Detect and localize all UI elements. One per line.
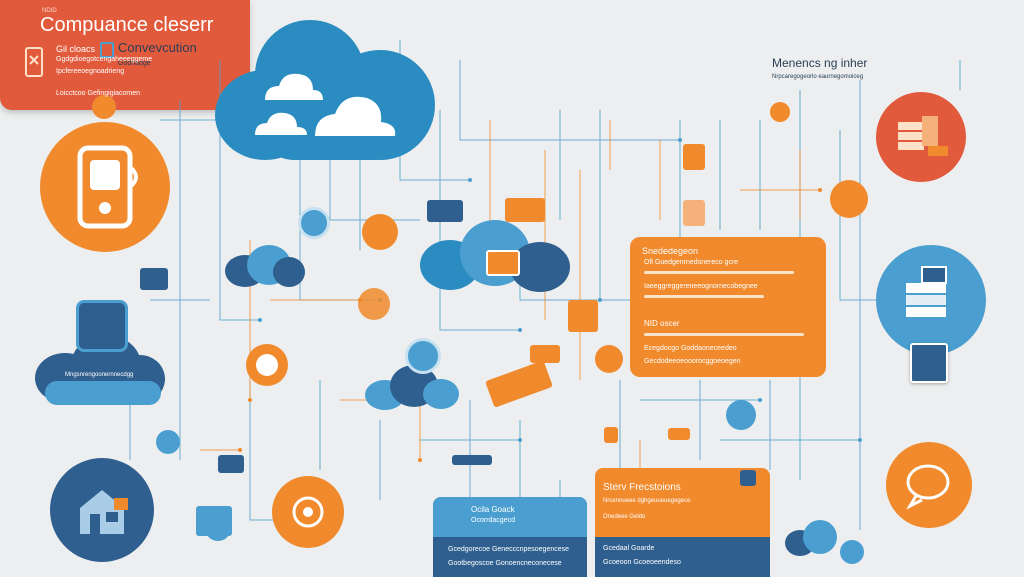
- cog-node: [358, 288, 390, 320]
- bottom-right-row-1: Gcedaal Goarde: [603, 545, 655, 552]
- server-stack-icon: [898, 116, 948, 156]
- bottom-left-row-1: Gcedgorecoe Genecccnpesoegencese: [448, 546, 570, 553]
- laptop-icon: [486, 250, 520, 276]
- database-circle: [876, 245, 986, 355]
- doc-orange-icon: [683, 144, 705, 170]
- screen-icon: [427, 200, 463, 222]
- server-rack-icon: [76, 300, 128, 352]
- main-cloud: [215, 20, 435, 160]
- gear-circle: [272, 476, 344, 548]
- small-cloud-bottom: [785, 520, 845, 558]
- ticket-icon: [530, 345, 560, 363]
- small-node-1: [770, 102, 790, 122]
- server-bottom-icon: [196, 506, 232, 536]
- folder-node: [362, 214, 398, 250]
- mini-square-3: [740, 470, 756, 486]
- orange-panel-row-4: Ecegdocgo Goddaoneceedeo: [644, 345, 737, 352]
- orange-panel-row-5: Gecdodeeoeooorocggoeoegen: [644, 358, 741, 365]
- bottom-right-line-1: Nrcennueee dghgeuueuegegece: [603, 498, 691, 504]
- bottom-left-title: Ocila Goack: [471, 505, 515, 514]
- orange-panel-row-1: Ofl Guedgenrnedsnereco gcre: [644, 259, 739, 266]
- database-icon: [906, 266, 947, 317]
- lock-node: [298, 207, 330, 239]
- small-cloud-left: [225, 245, 305, 287]
- storage-cloud: Mngsnrengoonernnecdgg: [35, 335, 165, 405]
- bottom-left-row-2: Gootbegoscoe Gonoencneconecese: [448, 560, 562, 567]
- small-orange-node: [92, 95, 116, 119]
- title-line-1: Ggdgdioegotcengaheeeggeme: [56, 56, 153, 63]
- clipboard-icon: [25, 47, 43, 77]
- title-footer: Loicctcoo Gefingigiacomen: [56, 90, 141, 97]
- server-circle: [876, 92, 966, 182]
- orange-panel-row-3: NID oscer: [644, 319, 680, 328]
- cloud-node: [726, 400, 756, 430]
- clipboard-orange-icon: [568, 300, 598, 332]
- bottom-right-line-2: Onedeee Geldo: [603, 514, 646, 520]
- small-node-2: [156, 430, 180, 454]
- title-card: NDID Compuance cleserr Gil cloacs Ggdgdi…: [0, 0, 250, 110]
- mini-monitor-left: [140, 268, 168, 290]
- small-node-4: [840, 540, 864, 564]
- doc-light-icon: [683, 200, 705, 226]
- small-square-2: [668, 428, 690, 440]
- tablet-icon: [910, 343, 948, 383]
- bottom-left-panel-header: Ocila Goack Ocorrdacgecd: [433, 497, 587, 537]
- title-subtitle: Gil cloacs: [56, 44, 96, 54]
- small-square-1: [604, 427, 618, 443]
- house-circle: [50, 458, 154, 562]
- orange-panel-row-2: Iaeeggreggereneeognornecobegnee: [644, 283, 758, 290]
- cloud-icon: [255, 73, 396, 136]
- title-line-2: Ipcfereeoegnoadrieng: [56, 68, 125, 75]
- key-node: [595, 345, 623, 373]
- central-cloud: [420, 220, 570, 300]
- chat-circle: [886, 442, 972, 528]
- orange-panel-heading: Snededegeon: [642, 246, 699, 256]
- orange-info-panel: Snededegeon Ofl Guedgenrnedsnereco gcre …: [630, 237, 826, 377]
- speech-bubble-icon: [906, 464, 950, 510]
- cloud-label: Mngsnrengoonernnecdgg: [65, 372, 134, 378]
- top-right-title: Menencs ng inher: [772, 56, 868, 70]
- bottom-right-title: Sterv Frecstoions: [603, 482, 681, 493]
- device-circle: [40, 122, 170, 252]
- title-heading: Compuance cleserr: [40, 14, 214, 36]
- title-tag: NDID: [42, 8, 57, 14]
- top-left-title: Convevcution: [118, 40, 197, 55]
- top-right-line: Nrpcaregogeorlo eaurnegomoiceg: [772, 74, 864, 80]
- mini-monitor-bottom: [218, 455, 244, 473]
- card-icon: [505, 198, 545, 222]
- sync-node: [405, 338, 441, 374]
- gear-icon: [292, 496, 324, 528]
- bottom-left-sub: Ocorrdacgecd: [471, 517, 515, 524]
- bar-icon: [452, 455, 492, 465]
- phone-icon: [77, 145, 138, 229]
- small-cloud-center: [365, 365, 460, 410]
- top-left-subtitle: Godhaoge: [118, 60, 151, 67]
- bottom-right-footer: Gcedaal Goarde Gcoeoon Gcoeoeendeso: [595, 537, 770, 577]
- doc-icon: [100, 42, 114, 58]
- shield-node: [246, 344, 288, 386]
- house-icon: [80, 490, 128, 534]
- bottom-right-row-2: Gcoeoon Gcoeoeendeso: [603, 559, 681, 566]
- chat-node: [830, 180, 868, 218]
